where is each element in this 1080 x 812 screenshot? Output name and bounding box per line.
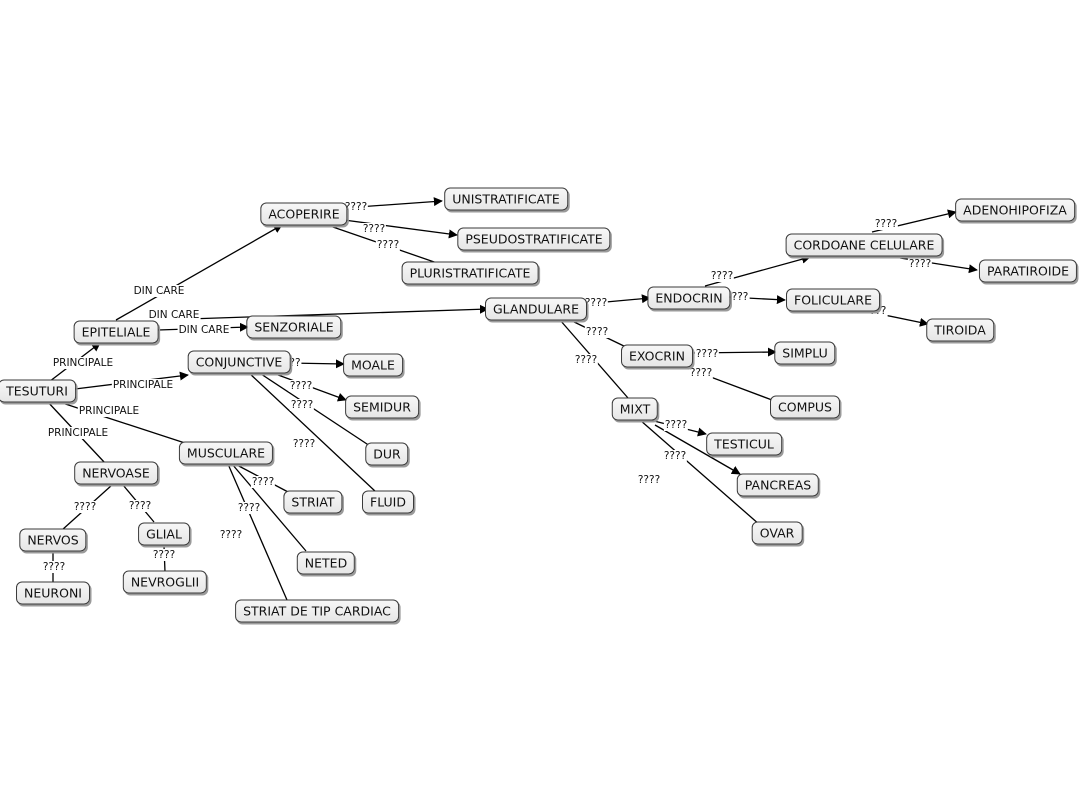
edge-label-musculare-neted: ???? xyxy=(236,502,262,514)
node-nervoase[interactable]: NERVOASE xyxy=(74,461,158,485)
edge-label-exocrin-simplu: ???? xyxy=(694,348,720,360)
edge-label-tesuturi-nervoase: PRINCIPALE xyxy=(46,427,110,439)
edge-label-endocrin-foliculare: ??? xyxy=(730,291,750,303)
node-exocrin[interactable]: EXOCRIN xyxy=(621,344,693,368)
node-foliculare[interactable]: FOLICULARE xyxy=(786,288,880,312)
edge-tesuturi-musculare xyxy=(49,398,189,445)
node-simplu[interactable]: SIMPLU xyxy=(774,341,836,365)
node-striat[interactable]: STRIAT xyxy=(283,490,343,514)
edge-musculare-striat-cardiac xyxy=(227,463,288,601)
node-semidur[interactable]: SEMIDUR xyxy=(345,395,419,419)
node-adenohipofiza[interactable]: ADENOHIPOFIZA xyxy=(955,198,1075,222)
edge-label-mixt-ovar: ???? xyxy=(636,474,662,486)
edge-label-acoperire-unistratificate: ???? xyxy=(343,201,369,213)
node-tesuturi[interactable]: TESUTURI xyxy=(0,379,76,403)
edge-label-epiteliale-glandulare: DIN CARE xyxy=(147,309,201,321)
node-senzoriale[interactable]: SENZORIALE xyxy=(246,315,342,339)
edge-label-exocrin-compus: ???? xyxy=(688,367,714,379)
edge-label-nervos-neuroni: ???? xyxy=(41,561,67,573)
edge-label-tesuturi-epiteliale: PRINCIPALE xyxy=(51,357,115,369)
node-endocrin[interactable]: ENDOCRIN xyxy=(647,286,731,310)
edge-acoperire-pseudostratificate xyxy=(343,219,458,239)
node-dur[interactable]: DUR xyxy=(365,442,409,466)
edge-label-musculare-striat: ???? xyxy=(250,476,276,488)
node-musculare[interactable]: MUSCULARE xyxy=(178,441,274,465)
edge-label-nervoase-nervos: ???? xyxy=(72,501,98,513)
edge-mixt-pancreas xyxy=(654,424,741,475)
node-pluristratificate[interactable]: PLURISTRATIFICATE xyxy=(401,261,539,285)
edge-label-epiteliale-senzoriale: DIN CARE xyxy=(177,324,231,336)
edge-label-endocrin-cordoane: ???? xyxy=(709,270,735,282)
edge-label-conjunctive-fluid: ???? xyxy=(291,438,317,450)
edge-label-tesuturi-conjunctive: PRINCIPALE xyxy=(111,379,175,391)
node-compus[interactable]: COMPUS xyxy=(770,395,840,419)
node-conjunctive[interactable]: CONJUNCTIVE xyxy=(187,350,291,374)
node-cordoane-celulare[interactable]: CORDOANE CELULARE xyxy=(785,233,943,257)
edge-label-glandulare-mixt: ???? xyxy=(573,354,599,366)
edge-label-mixt-testicul: ???? xyxy=(663,419,689,431)
node-tiroida[interactable]: TIROIDA xyxy=(926,318,994,342)
node-moale[interactable]: MOALE xyxy=(343,353,403,377)
node-glandulare[interactable]: GLANDULARE xyxy=(485,297,587,321)
edge-label-cordoane-paratiroide: ???? xyxy=(907,258,933,270)
node-ovar[interactable]: OVAR xyxy=(751,521,803,545)
node-neuroni[interactable]: NEURONI xyxy=(16,581,90,605)
edge-label-acoperire-pluristratificate: ???? xyxy=(375,239,401,251)
edge-label-glandulare-exocrin: ???? xyxy=(584,326,610,338)
node-striat-de-tip-cardiac[interactable]: STRIAT DE TIP CARDIAC xyxy=(235,599,399,623)
edge-label-conjunctive-moale: ?? xyxy=(288,357,302,369)
node-mixt[interactable]: MIXT xyxy=(611,397,659,421)
node-nervos[interactable]: NERVOS xyxy=(19,528,87,552)
edge-label-conjunctive-semidur: ???? xyxy=(288,380,314,392)
node-paratiroide[interactable]: PARATIROIDE xyxy=(978,259,1078,283)
node-unistratificate[interactable]: UNISTRATIFICATE xyxy=(444,187,568,211)
edge-label-glandulare-endocrin: ???? xyxy=(583,297,609,309)
edge-label-nervoase-glial: ???? xyxy=(127,500,153,512)
node-pseudostratificate[interactable]: PSEUDOSTRATIFICATE xyxy=(457,227,611,251)
edge-epiteliale-glandulare xyxy=(157,304,489,321)
edge-label-mixt-pancreas: ???? xyxy=(662,450,688,462)
edge-label-musculare-striat-cardiac: ???? xyxy=(218,529,244,541)
edge-label-epiteliale-acoperire: DIN CARE xyxy=(132,285,186,297)
node-glial[interactable]: GLIAL xyxy=(138,522,190,546)
node-nevroglii[interactable]: NEVROGLII xyxy=(122,570,208,594)
edge-label-cordoane-adenohipofiza: ???? xyxy=(873,218,899,230)
node-fluid[interactable]: FLUID xyxy=(362,490,414,514)
edge-label-tesuturi-musculare: PRINCIPALE xyxy=(77,405,141,417)
edge-conjunctive-fluid xyxy=(247,371,377,493)
node-testicul[interactable]: TESTICUL xyxy=(706,432,782,456)
edge-label-conjunctive-dur: ???? xyxy=(289,399,315,411)
node-neted[interactable]: NETED xyxy=(296,551,356,575)
edge-epiteliale-acoperire xyxy=(115,224,283,321)
node-pancreas[interactable]: PANCREAS xyxy=(736,473,820,497)
node-epiteliale[interactable]: EPITELIALE xyxy=(73,320,159,344)
edge-label-glial-nevroglii: ???? xyxy=(151,549,177,561)
edge-musculare-neted xyxy=(231,463,307,552)
edge-mixt-ovar xyxy=(639,419,761,526)
edge-label-acoperire-pseudostratificate: ???? xyxy=(361,223,387,235)
node-acoperire[interactable]: ACOPERIRE xyxy=(260,202,348,226)
